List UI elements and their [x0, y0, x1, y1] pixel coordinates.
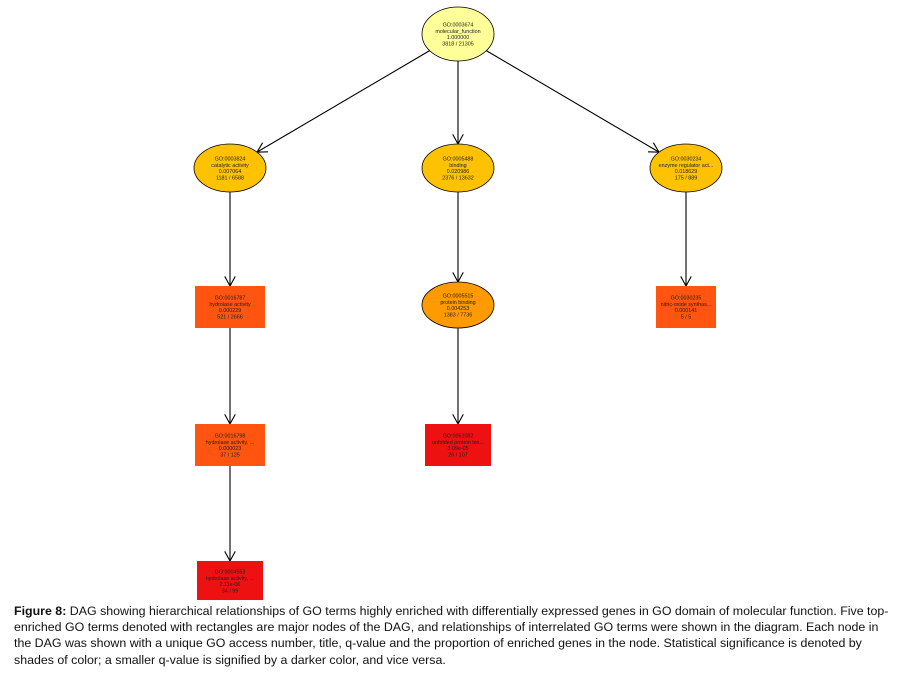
dag-edges	[224, 50, 692, 563]
node-label-line: GO:0030235	[671, 295, 702, 301]
node-label-line: protein binding	[440, 300, 475, 306]
caption-label: Figure 8:	[14, 604, 67, 618]
node-label-line: GO:0051082	[443, 433, 474, 439]
node-rect	[195, 424, 265, 466]
node-label-line: catalytic activity	[211, 163, 249, 169]
node-label-line: 3818 / 21305	[442, 42, 473, 48]
node-label-line: 0.000141	[675, 308, 697, 314]
node-label-line: GO:0003824	[215, 156, 246, 162]
dag-nodes: GO:0003674molecular_function1.0000003818…	[193, 6, 723, 600]
node-label-line: GO:0016798	[215, 433, 246, 439]
caption-text: DAG showing hierarchical relationships o…	[14, 604, 889, 667]
node-label-line: 26 / 107	[448, 453, 467, 459]
node-label-line: 2.11e-06	[220, 582, 241, 588]
node-label-line: binding	[449, 163, 466, 169]
node-label-line: 0.018629	[675, 169, 697, 175]
node-rect	[195, 286, 265, 328]
node-label-line: 1383 / 7736	[444, 313, 472, 319]
node-label-line: 0.007064	[219, 169, 241, 175]
node-label-line: 5 / 5	[681, 315, 692, 321]
node-rect	[656, 286, 716, 328]
node-label-line: 0.004253	[447, 306, 469, 312]
node-ellipse	[193, 143, 267, 193]
node-label-line: 521 / 2666	[217, 315, 242, 321]
node-label-line: GO:0004553	[215, 569, 246, 575]
go-dag-diagram: GO:0003674molecular_function1.0000003818…	[193, 6, 723, 600]
node-label-line: GO:0030234	[671, 156, 702, 162]
node-label-line: hydrolase activity	[209, 302, 251, 308]
node-label-line: hydrolase activity, ...	[206, 576, 254, 582]
edge-root-to-enzyme	[486, 50, 660, 153]
node-ellipse	[649, 143, 723, 193]
node-label-line: 0.000229	[219, 308, 241, 314]
node-label-line: GO:0016787	[215, 295, 246, 301]
node-label-line: 1.000000	[447, 35, 469, 41]
node-rect	[425, 424, 491, 466]
node-label-line: unfolded protein bin...	[432, 440, 484, 446]
node-root: GO:0003674molecular_function1.0000003818…	[421, 6, 495, 62]
node-label-line: 34 / 99	[222, 589, 239, 595]
node-label-line: GO:0005488	[443, 156, 474, 162]
node-label-line: 175 / 889	[675, 176, 697, 182]
node-ellipse	[421, 281, 495, 329]
node-label-line: hydrolase activity, ...	[206, 440, 254, 446]
node-label-line: enzyme regulator act...	[659, 163, 714, 169]
edge-root-to-catalytic	[256, 50, 430, 153]
node-label-line: 3.09e-05	[447, 446, 468, 452]
node-label-line: molecular_function	[435, 29, 480, 35]
node-rect	[197, 561, 263, 600]
node-ellipse	[421, 143, 495, 193]
node-ellipse	[421, 6, 495, 62]
node-label-line: 0.000023	[219, 446, 241, 452]
figure-caption: Figure 8: DAG showing hierarchical relat…	[14, 603, 898, 668]
node-label-line: GO:0005515	[443, 293, 474, 299]
node-label-line: nitric-oxide synthas...	[661, 302, 712, 308]
node-label-line: 2376 / 13632	[442, 176, 473, 182]
node-label-line: 1181 / 6588	[216, 176, 244, 182]
node-label-line: GO:0003674	[443, 22, 474, 28]
node-label-line: 0.020986	[447, 169, 469, 175]
node-label-line: 37 / 125	[220, 453, 239, 459]
